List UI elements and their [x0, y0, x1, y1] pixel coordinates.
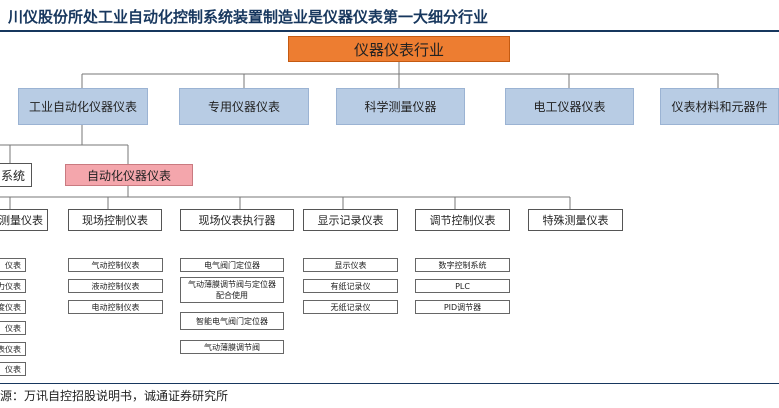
leaf-item: 有纸记录仪	[303, 279, 398, 293]
leaf-item: 仪表	[0, 258, 26, 272]
category-electrical: 电工仪器仪表	[505, 88, 634, 125]
category-special-purpose: 专用仪器仪表	[179, 88, 309, 125]
category-materials-components: 仪表材料和元器件	[660, 88, 779, 125]
group-field-control: 现场控制仪表	[68, 209, 162, 231]
leaf-item: 仪表	[0, 321, 26, 335]
leaf-item: 电气阀门定位器	[180, 258, 284, 272]
leaf-item: 显示仪表	[303, 258, 398, 272]
group-display-recording: 显示记录仪表	[303, 209, 398, 231]
root-node: 仪器仪表行业	[288, 36, 510, 62]
leaf-item: PLC	[415, 279, 510, 293]
category-industrial-automation: 工业自动化仪器仪表	[18, 88, 148, 125]
leaf-item: 数字控制系统	[415, 258, 510, 272]
leaf-item: 气动控制仪表	[68, 258, 163, 272]
group-field-actuators: 现场仪表执行器	[180, 209, 294, 231]
node-system-partial: 系统	[0, 163, 32, 187]
leaf-item: 力仪表	[0, 279, 26, 293]
leaf-item: 表仪表	[0, 342, 26, 356]
leaf-item: 智能电气阀门定位器	[180, 312, 284, 330]
bottom-divider	[0, 383, 779, 384]
leaf-item: 仪表	[0, 362, 26, 376]
page-title: 川仪股份所处工业自动化控制系统装置制造业是仪器仪表第一大细分行业	[8, 8, 489, 26]
leaf-item: 液动控制仪表	[68, 279, 163, 293]
leaf-item: 气动薄膜调节阀与定位器配合使用	[180, 277, 284, 303]
group-measurement-instruments: 测量仪表	[0, 209, 48, 231]
node-automation-instruments: 自动化仪器仪表	[65, 164, 193, 186]
group-regulation-control: 调节控制仪表	[415, 209, 510, 231]
leaf-item: 无纸记录仪	[303, 300, 398, 314]
category-scientific-measurement: 科学测量仪器	[336, 88, 465, 125]
leaf-item: PID调节器	[415, 300, 510, 314]
source-note: 源：万讯自控招股说明书，诚通证券研究所	[0, 389, 229, 403]
title-divider	[0, 30, 779, 32]
leaf-item: 电动控制仪表	[68, 300, 163, 314]
leaf-item: 度仪表	[0, 300, 26, 314]
leaf-item: 气动薄膜调节阀	[180, 340, 284, 354]
group-special-measurement: 特殊测量仪表	[528, 209, 623, 231]
